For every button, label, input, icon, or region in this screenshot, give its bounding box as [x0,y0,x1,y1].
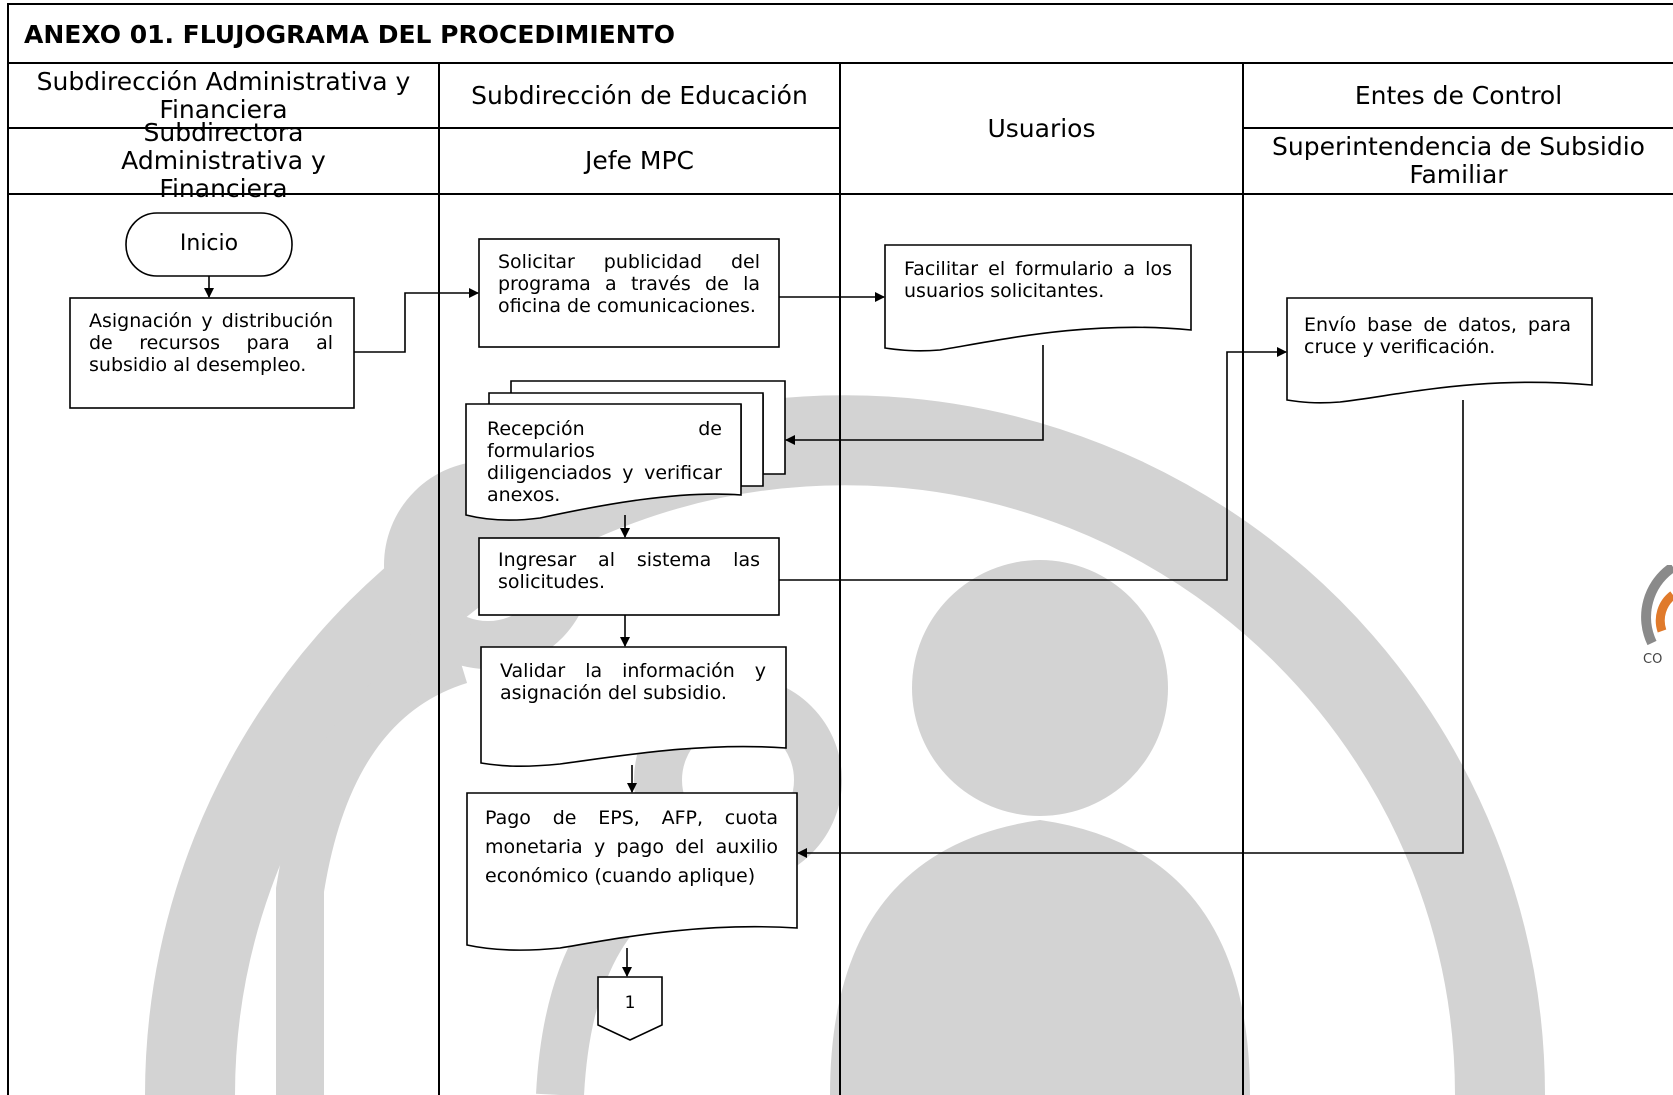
solicitar-process [478,238,780,348]
pago-document [466,792,798,951]
arrow-asignacion-solicitar [354,288,479,353]
facilitar-label: Facilitar el formulario a los usuarios s… [904,258,1172,302]
lane-header-administrativa: Subdirección Administrativa y Financiera [36,66,411,124]
lane-role-jefe-mpc: Jefe MPC [585,146,694,175]
lane-role-superintendencia: Superintendencia de Subsidio Familiar [1272,132,1645,189]
validar-label: Validar la información y asignación del … [500,660,766,704]
lane-header-entes-control: Entes de Control [1354,80,1563,110]
page-title: ANEXO 01. FLUJOGRAMA DEL PROCEDIMIENTO [24,20,675,49]
inicio-label: Inicio [179,231,239,256]
lane-header-usuarios: Usuarios [987,113,1096,143]
seal-caption: CO [1643,652,1663,667]
certification-seal [1641,565,1673,646]
envio-document [1286,297,1593,404]
recepcion-label: Recepción de formularios diligenciados y… [487,418,722,506]
asignacion-process [69,297,355,409]
lane-header-educacion: Subdirección de Educación [471,80,808,110]
arrow-facilitar-recepcion [785,345,1044,445]
envio-label: Envío base de datos, para cruce y verifi… [1304,314,1571,358]
asignacion-label: Asignación y distribución de recursos pa… [89,310,333,376]
connector-label: 1 [624,993,636,1013]
pago-label: Pago de EPS, AFP, cuota monetaria y pago… [485,807,778,887]
validar-document [480,646,787,768]
arrow-ingresar-envio [779,347,1287,581]
ingresar-process [478,537,780,616]
arrow-envio-pago [797,400,1464,858]
off-page-connector [597,976,663,1041]
solicitar-label: Solicitar publicidad del programa a trav… [498,251,760,317]
recepcion-document-front [465,403,742,521]
facilitar-document [884,244,1192,352]
ingresar-label: Ingresar al sistema las solicitudes. [498,549,760,593]
